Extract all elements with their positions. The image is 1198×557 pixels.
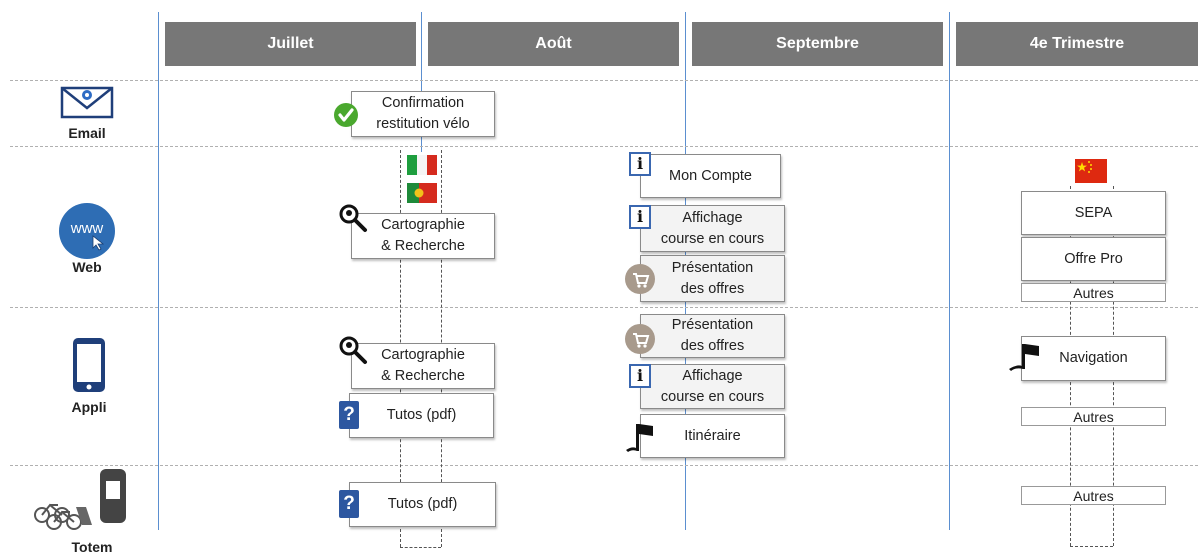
magnifier-icon <box>339 204 367 232</box>
box-appli-navigation: Navigation <box>1021 336 1166 381</box>
row-separator <box>10 80 1198 81</box>
box-totem-tutos: Tutos (pdf) <box>349 482 496 527</box>
portugal-flag-icon <box>407 183 437 203</box>
timeline-line <box>949 12 950 530</box>
column-header-4e-trimestre: 4e Trimestre <box>956 22 1198 66</box>
box-appli-affichage: Affichage course en cours <box>640 364 785 409</box>
cart-icon <box>625 264 655 294</box>
china-flag-icon <box>1075 159 1107 183</box>
column-header-aout: Août <box>428 22 679 66</box>
box-appli-presentation: Présentation des offres <box>640 314 785 358</box>
envelope-icon <box>60 86 114 119</box>
box-totem-autres: Autres <box>1021 486 1166 505</box>
box-appli-cartographie: Cartographie & Recherche <box>351 343 495 389</box>
help-icon: ? <box>339 401 359 429</box>
row-label-email: Email <box>68 125 106 141</box>
row-separator <box>10 307 1198 308</box>
navigation-flag-icon <box>1009 344 1039 371</box>
box-web-mon-compte: Mon Compte <box>640 154 781 198</box>
cart-icon <box>625 324 655 354</box>
row-label-appli: Appli <box>71 399 107 415</box>
box-confirmation-restitution: Confirmation restitution vélo <box>351 91 495 137</box>
timeline-line <box>158 12 159 530</box>
timeline-line <box>421 12 422 152</box>
row-separator <box>10 146 1198 147</box>
row-separator <box>10 465 1198 466</box>
box-web-presentation: Présentation des offres <box>640 255 785 302</box>
box-web-sepa: SEPA <box>1021 191 1166 235</box>
help-icon: ? <box>339 490 359 518</box>
check-icon <box>334 103 358 127</box>
box-web-cartographie: Cartographie & Recherche <box>351 213 495 259</box>
www-globe-icon: www <box>59 203 115 259</box>
row-label-web: Web <box>72 259 102 275</box>
info-icon: i <box>629 205 651 229</box>
dashed-connector <box>1070 546 1113 547</box>
box-web-autres: Autres <box>1021 283 1166 302</box>
box-appli-tutos: Tutos (pdf) <box>349 393 494 438</box>
italy-flag-icon <box>407 155 437 175</box>
smartphone-icon <box>73 338 105 392</box>
box-web-offre-pro: Offre Pro <box>1021 237 1166 281</box>
box-web-affichage: Affichage course en cours <box>640 205 785 252</box>
info-icon: i <box>629 364 651 388</box>
column-header-juillet: Juillet <box>165 22 416 66</box>
bike-totem-icon <box>34 469 126 530</box>
column-header-septembre: Septembre <box>692 22 943 66</box>
www-text: www <box>70 220 104 237</box>
row-label-totem: Totem <box>71 539 113 555</box>
magnifier-icon <box>339 336 367 364</box>
cursor-icon <box>92 235 105 251</box>
info-icon: i <box>629 152 651 176</box>
box-appli-itineraire: Itinéraire <box>640 414 785 458</box>
navigation-flag-icon <box>626 424 653 452</box>
box-appli-autres: Autres <box>1021 407 1166 426</box>
dashed-connector <box>400 547 441 548</box>
